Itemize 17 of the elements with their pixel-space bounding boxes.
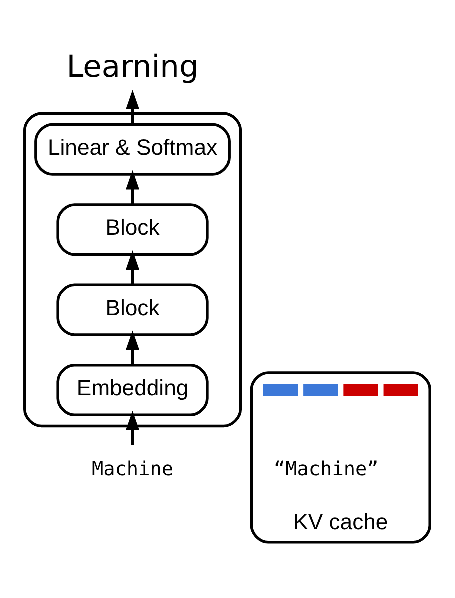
node-bar — [344, 384, 378, 396]
node-bar — [304, 384, 338, 396]
node-text: Learning — [66, 50, 199, 86]
node-text: “Machine” — [274, 458, 379, 481]
node-box: Embedding — [56, 364, 209, 417]
arrow — [126, 90, 140, 125]
cluster — [24, 112, 242, 428]
node-bar — [384, 384, 418, 396]
arrow — [126, 250, 140, 286]
arrow — [126, 330, 140, 366]
arrow — [126, 170, 140, 205]
node-box: Linear & Softmax — [34, 123, 231, 176]
arrow — [126, 410, 140, 446]
node-box: Block — [56, 204, 209, 256]
node-bar — [263, 384, 298, 396]
node-text: Machine — [92, 458, 174, 481]
node-box: Block — [56, 284, 209, 336]
